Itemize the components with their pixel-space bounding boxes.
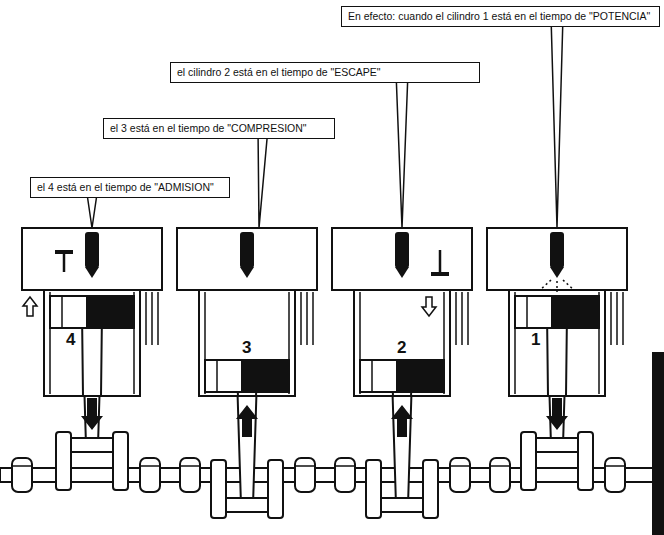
spark bbox=[540, 280, 574, 292]
callout-text: el 4 está en el tiempo de "ADMISION" bbox=[37, 181, 223, 194]
callout-number: 4 bbox=[66, 331, 75, 349]
callout-tail bbox=[396, 72, 408, 228]
callout-tail bbox=[551, 16, 563, 228]
crank-throw bbox=[56, 432, 128, 490]
callout-number: 2 bbox=[397, 339, 406, 357]
crank-throw bbox=[211, 460, 283, 518]
main-bearing bbox=[490, 458, 510, 492]
main-bearing bbox=[605, 458, 625, 492]
connecting-rod bbox=[547, 312, 567, 445]
motion-arrow bbox=[546, 398, 568, 430]
main-bearing bbox=[140, 458, 160, 492]
callout-box: el 4 está en el tiempo de "ADMISION" bbox=[30, 177, 230, 198]
piston bbox=[50, 296, 134, 328]
callout-tail bbox=[258, 128, 268, 228]
callout-text: el cilindro 2 está en el tiempo de "ESCA… bbox=[177, 66, 473, 79]
callout-box: En efecto: cuando el cilindro 1 está en … bbox=[341, 6, 660, 27]
callout-number: 1 bbox=[531, 331, 540, 349]
main-bearing bbox=[12, 458, 32, 492]
connecting-rod bbox=[392, 376, 412, 505]
main-bearing bbox=[180, 458, 200, 492]
crank-throw bbox=[521, 432, 593, 490]
cylinder-head bbox=[177, 228, 317, 396]
piston bbox=[515, 296, 599, 328]
intake-valve bbox=[23, 250, 73, 316]
crank-throw bbox=[366, 460, 438, 518]
connecting-rod bbox=[237, 376, 257, 505]
piston bbox=[205, 360, 289, 392]
cylinder-head bbox=[487, 228, 627, 396]
callout-box: el cilindro 2 está en el tiempo de "ESCA… bbox=[170, 62, 480, 83]
cylinder-head bbox=[22, 228, 162, 396]
callout-number: 3 bbox=[242, 339, 251, 357]
connecting-rod bbox=[82, 312, 102, 445]
main-bearing bbox=[295, 458, 315, 492]
crankshaft bbox=[0, 468, 654, 482]
callout-text: En efecto: cuando el cilindro 1 está en … bbox=[348, 10, 653, 23]
flywheel-edge bbox=[652, 352, 664, 535]
main-bearing bbox=[450, 458, 470, 492]
motion-arrow bbox=[391, 405, 413, 437]
callout-box: el 3 está en el tiempo de "COMPRESION" bbox=[103, 118, 335, 139]
main-bearing bbox=[335, 458, 355, 492]
cylinder-head bbox=[332, 228, 472, 396]
exhaust-valve bbox=[422, 250, 449, 316]
motion-arrow bbox=[236, 405, 258, 437]
callout-text: el 3 está en el tiempo de "COMPRESION" bbox=[110, 122, 328, 135]
motion-arrow bbox=[81, 398, 103, 430]
piston bbox=[360, 360, 444, 392]
